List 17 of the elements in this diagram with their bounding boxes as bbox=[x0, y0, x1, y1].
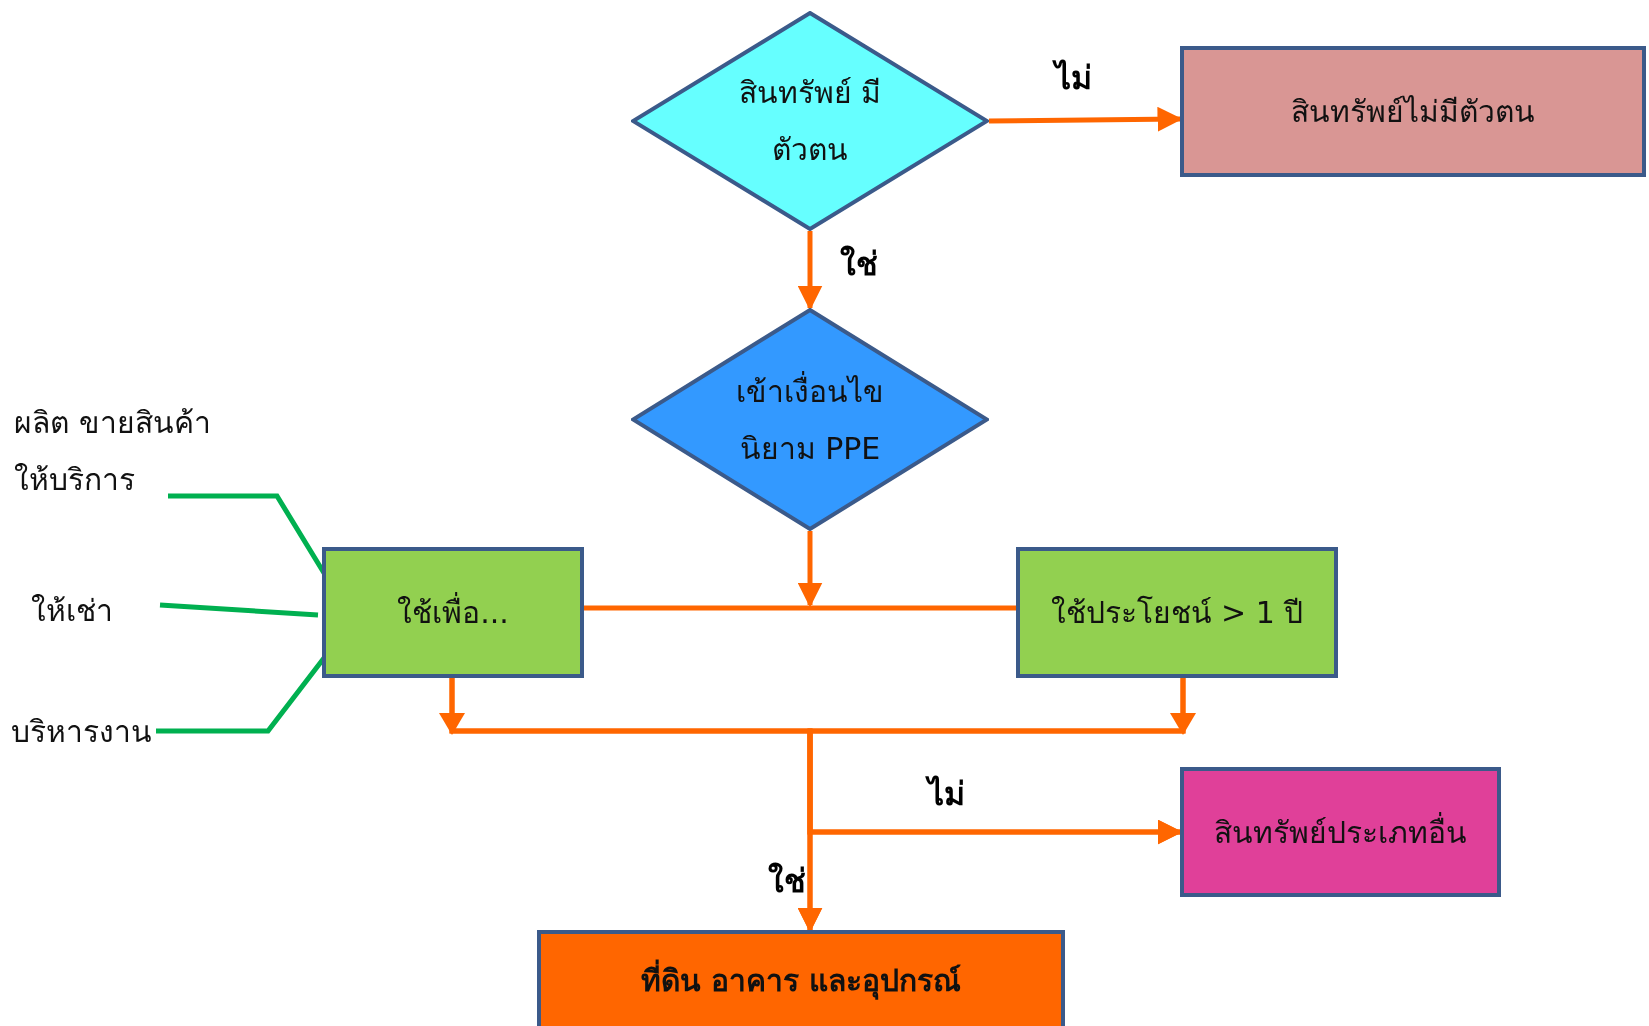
process-box: ใช้เพื่อ... bbox=[322, 547, 584, 678]
process-box: สินทรัพย์ประเภทอื่น bbox=[1180, 767, 1501, 897]
arrow bbox=[807, 678, 1186, 845]
leader-line bbox=[159, 602, 319, 618]
side-label: บริหารงาน bbox=[6, 706, 156, 756]
side-label: ผลิต ขายสินค้า ให้บริการ bbox=[14, 396, 234, 506]
process-box: สินทรัพย์ไม่มีตัวตน bbox=[1180, 46, 1646, 177]
edge-label: ใช่ bbox=[840, 244, 878, 285]
process-box: ที่ดิน อาคาร และอุปกรณ์ bbox=[537, 930, 1065, 1026]
arrow bbox=[797, 231, 823, 311]
connector-line bbox=[584, 605, 1016, 611]
decision-diamond: สินทรัพย์ มีตัวตน bbox=[631, 11, 989, 231]
edge-label: ใช่ bbox=[768, 861, 806, 902]
process-box: ใช้ประโยชน์ > 1 ปี bbox=[1016, 547, 1338, 678]
arrow bbox=[797, 531, 823, 608]
side-label: ให้เช่า bbox=[22, 585, 122, 635]
decision-diamond: เข้าเงื่อนไข นิยาม PPE bbox=[631, 308, 989, 531]
